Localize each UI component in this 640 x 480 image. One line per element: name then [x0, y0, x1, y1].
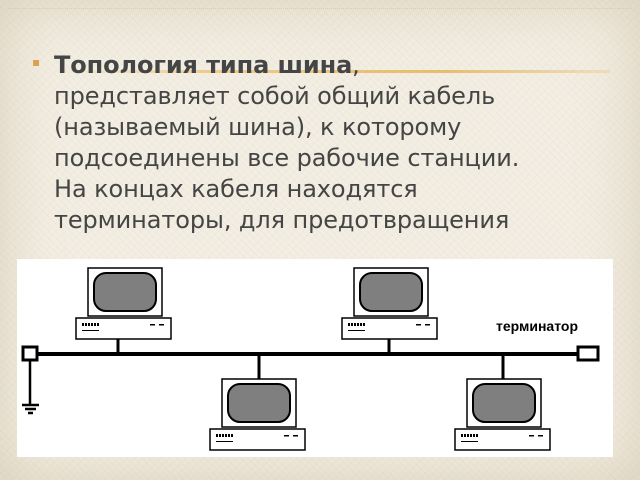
heading-rest: , [352, 51, 360, 79]
bus-topology-diagram: терминатор [17, 259, 613, 457]
paragraph-line: (называемый шина), к которому [54, 113, 462, 141]
accent-line [50, 70, 610, 73]
terminator-label: терминатор [496, 318, 578, 334]
paragraph-line: подсоединены все рабочие станции. [54, 144, 520, 172]
top-dotted-border [8, 8, 632, 9]
bullet-icon: ▪ [32, 55, 41, 69]
diagram-svg: терминатор [21, 267, 600, 451]
slide-text: Топология типа шина, представляет собой о… [54, 50, 624, 236]
paragraph-line: представляет собой общий кабель [54, 82, 496, 110]
terminator-right [576, 345, 600, 362]
paragraph-line: На концах кабеля находятся [54, 175, 418, 203]
workstation-computer [75, 267, 172, 340]
workstation-computer [454, 378, 551, 451]
heading-bold: Топология типа шина [54, 51, 353, 79]
ground-icon [22, 360, 39, 415]
drop-cables [116, 339, 505, 379]
paragraph-line: терминаторы, для предотвращения [54, 206, 510, 234]
workstation-computer [209, 378, 306, 451]
terminator-left [21, 345, 39, 362]
workstation-computer [341, 267, 438, 340]
